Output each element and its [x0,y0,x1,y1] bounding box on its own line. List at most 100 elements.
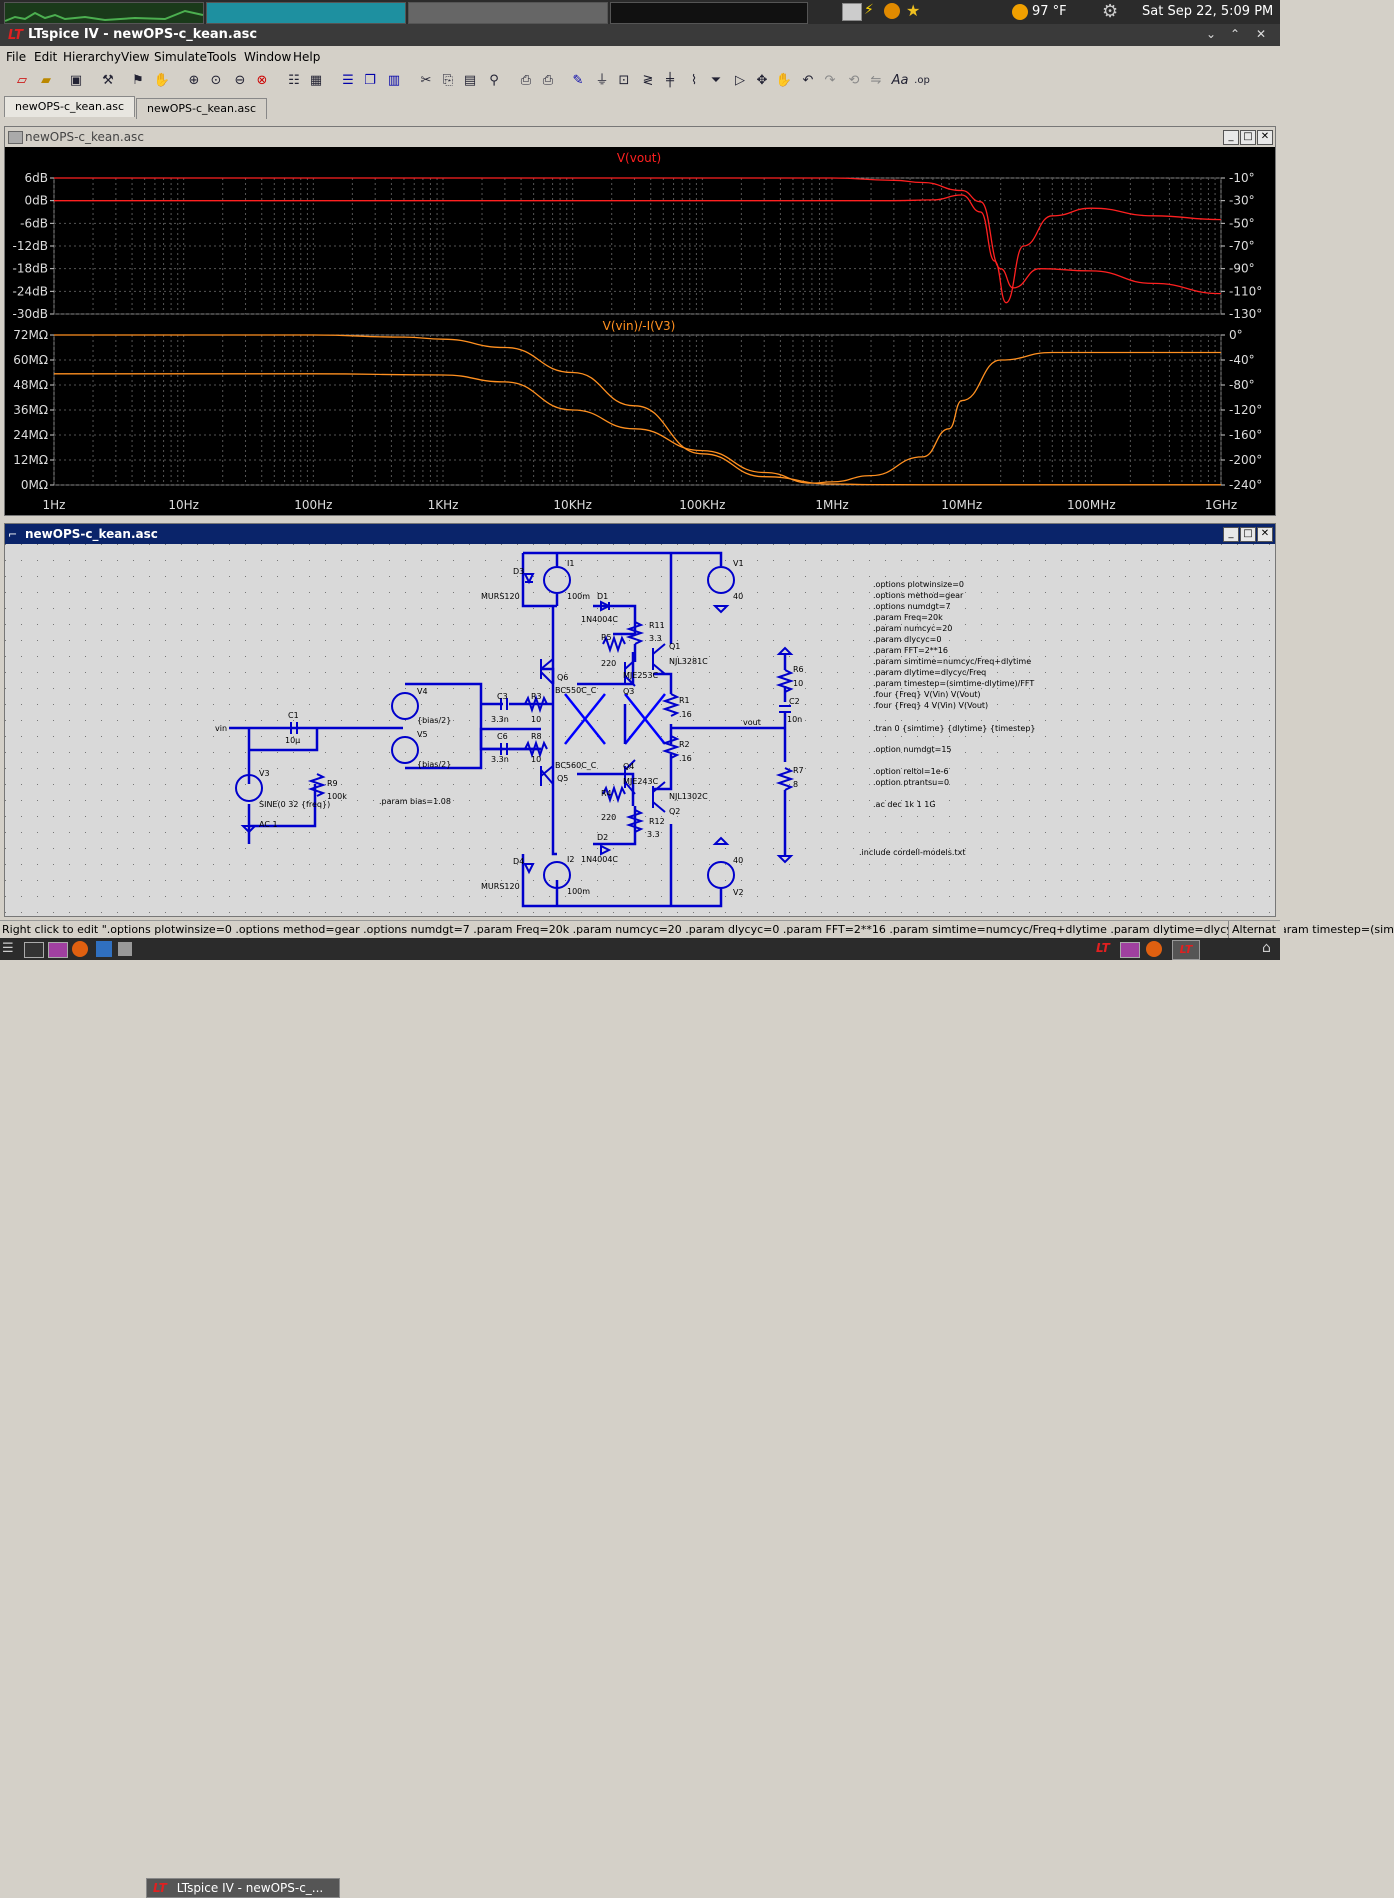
find-icon[interactable]: ⚲ [489,73,499,88]
spice-directive[interactable]: .param numcyc=20 [873,624,952,633]
tab-schematic[interactable]: newOPS-c_kean.asc [4,96,136,117]
chevron-down-icon[interactable]: ⌄ [1206,27,1217,41]
paste-icon[interactable]: ▤ [463,73,477,88]
taskbar-item-ltspice[interactable]: LT LTspice IV - newOPS-c_... [146,1878,340,1898]
cut-icon[interactable]: ✂ [420,73,432,88]
waveform-plot[interactable]: V(vout) V(vin)/-I(V3) 6dB0dB-6dB-12dB-18… [5,147,1275,515]
spice-directive[interactable]: .param timestep=(simtime-dlytime)/FFT [873,679,1034,688]
component-icon[interactable]: ▷ [735,73,745,88]
spice-directive-icon[interactable]: .op [914,75,930,86]
menu-edit[interactable]: Edit [34,50,58,64]
halt-icon[interactable]: ✋ [153,73,171,88]
app-tray-icon[interactable] [1120,942,1140,958]
menu-window[interactable]: Window [244,50,292,64]
pane-1-magnitude-trace[interactable] [53,194,1222,304]
autorange-icon[interactable]: ☷ [288,73,300,88]
schematic-window-titlebar[interactable]: ⌐ newOPS-c_kean.asc _ □ ✕ [5,524,1275,544]
ground-icon[interactable]: ⏚ [595,73,609,88]
spice-directive[interactable]: .tran 0 {simtime} {dlytime} {timestep} [873,724,1036,733]
print-icon[interactable]: ⎙ [542,73,554,88]
waveform-window-titlebar[interactable]: newOPS-c_kean.asc _ □ ✕ [5,127,1275,147]
app-icon[interactable] [48,942,68,958]
new-schematic-icon[interactable]: ▱ [17,73,27,88]
copy-icon[interactable]: ⎘ [442,73,454,88]
ltspice-tray-icon[interactable]: LT [1096,941,1110,955]
clock[interactable]: Sat Sep 22, 5:09 PM [1142,4,1274,19]
capacitor-icon[interactable]: ╪ [666,73,674,88]
firefox-icon[interactable] [72,941,88,957]
control-panel-icon[interactable]: ⚒ [102,73,114,88]
save-icon[interactable]: ▣ [69,73,83,88]
tab-schematic-2[interactable]: newOPS-c_kean.asc [136,98,268,119]
grid-icon[interactable]: ▦ [309,73,323,88]
power-icon[interactable]: ⚡ [864,2,874,18]
open-folder-icon[interactable]: ▰ [41,73,51,88]
tile-vertical-icon[interactable]: ▥ [387,73,401,88]
menu-tools[interactable]: Tools [207,50,237,64]
mirror-icon[interactable]: ⇋ [870,73,882,88]
components[interactable] [235,566,795,889]
inductor-icon[interactable]: ⌇ [690,73,698,88]
gear-icon[interactable]: ⚙ [1102,1,1119,22]
move-icon[interactable]: ✥ [756,73,768,88]
schematic-window[interactable]: ⌐ newOPS-c_kean.asc _ □ ✕ [4,523,1276,917]
pane-2-magnitude-trace[interactable] [54,334,1221,486]
text-icon[interactable]: Aa [891,73,909,88]
menu-view[interactable]: View [121,50,150,64]
spice-directive[interactable]: .four {Freq} V(Vin) V(Vout) [873,690,981,699]
spice-directive[interactable]: .ac dec 1k 1 1G [873,800,936,809]
spice-directive[interactable]: .option reltol=1e-6 [873,767,949,776]
spice-directive[interactable]: .options method=gear [873,591,964,600]
menu-icon[interactable]: ☰ [2,941,14,956]
zoom-out-icon[interactable]: ⊖ [234,73,246,88]
terminal-icon[interactable] [24,942,44,958]
globe-icon[interactable] [96,941,112,957]
spice-directive[interactable]: .param FFT=2**16 [873,646,948,655]
menu-hierarchy[interactable]: Hierarchy [63,50,122,64]
redo-icon[interactable]: ↷ [824,73,836,88]
calculator-icon[interactable] [118,942,132,956]
rotate-icon[interactable]: ⟲ [848,73,860,88]
cascade-icon[interactable]: ❐ [364,73,376,88]
maximize-icon[interactable]: □ [1240,527,1256,542]
spice-directive[interactable]: .param simtime=numcyc/Freq+dlytime [873,657,1031,666]
pan-icon[interactable]: ⊙ [210,73,222,88]
spice-directive[interactable]: .options numdgt=7 [873,602,951,611]
close-icon[interactable]: ✕ [1257,130,1273,145]
zoom-in-icon[interactable]: ⊕ [188,73,200,88]
firefox-tray-icon[interactable] [1146,941,1162,957]
pane-2-trace-label[interactable]: V(vin)/-I(V3) [603,319,676,333]
resistor-icon[interactable]: ≷ [642,73,654,88]
wire-icon[interactable]: ✎ [572,73,584,88]
spice-directive[interactable]: .param dlytime=dlycyc/Freq [873,668,986,677]
zoom-full-icon[interactable]: ⊗ [256,73,268,88]
monitor-icon[interactable] [842,3,862,21]
minimize-icon[interactable]: _ [1223,527,1239,542]
schematic-canvas[interactable]: vin vout C1 10µ V3 SINE(0 32 {freq}) AC … [5,544,1275,916]
menu-simulate[interactable]: Simulate [154,50,208,64]
ltspice-active-icon[interactable]: LT [1172,940,1200,960]
spice-directives[interactable]: .options plotwinsize=0 .options method=ge… [859,580,1036,857]
run-icon[interactable]: ⚑ [132,73,144,88]
drag-icon[interactable]: ✋ [775,73,793,88]
diode-icon[interactable]: ⏷ [710,73,722,88]
spice-directive[interactable]: .include cordell-models.txt [859,848,965,857]
temperature-label[interactable]: 97 °F [1032,4,1067,19]
spice-directive[interactable]: .option numdgt=15 [873,745,952,754]
chevron-up-icon[interactable]: ⌃ [1230,27,1241,41]
close-icon[interactable]: ✕ [1257,527,1273,542]
star-icon[interactable]: ★ [906,1,921,20]
spice-directive[interactable]: .options plotwinsize=0 [873,580,964,589]
maximize-icon[interactable]: □ [1240,130,1256,145]
spice-directive[interactable]: .option ptrantsu=0 [873,778,949,787]
label-net-icon[interactable]: ⊡ [618,73,630,88]
pane-1-phase-trace[interactable] [54,177,1222,295]
tile-horizontal-icon[interactable]: ☰ [342,73,354,88]
undo-icon[interactable]: ↶ [802,73,814,88]
close-icon[interactable]: ✕ [1256,27,1267,41]
bitcoin-icon[interactable] [884,3,900,19]
menu-help[interactable]: Help [293,50,321,64]
print-setup-icon[interactable]: ⎙ [520,73,532,88]
spice-directive[interactable]: .four {Freq} 4 V(Vin) V(Vout) [873,701,988,710]
pane-1-trace-label[interactable]: V(vout) [617,151,661,165]
